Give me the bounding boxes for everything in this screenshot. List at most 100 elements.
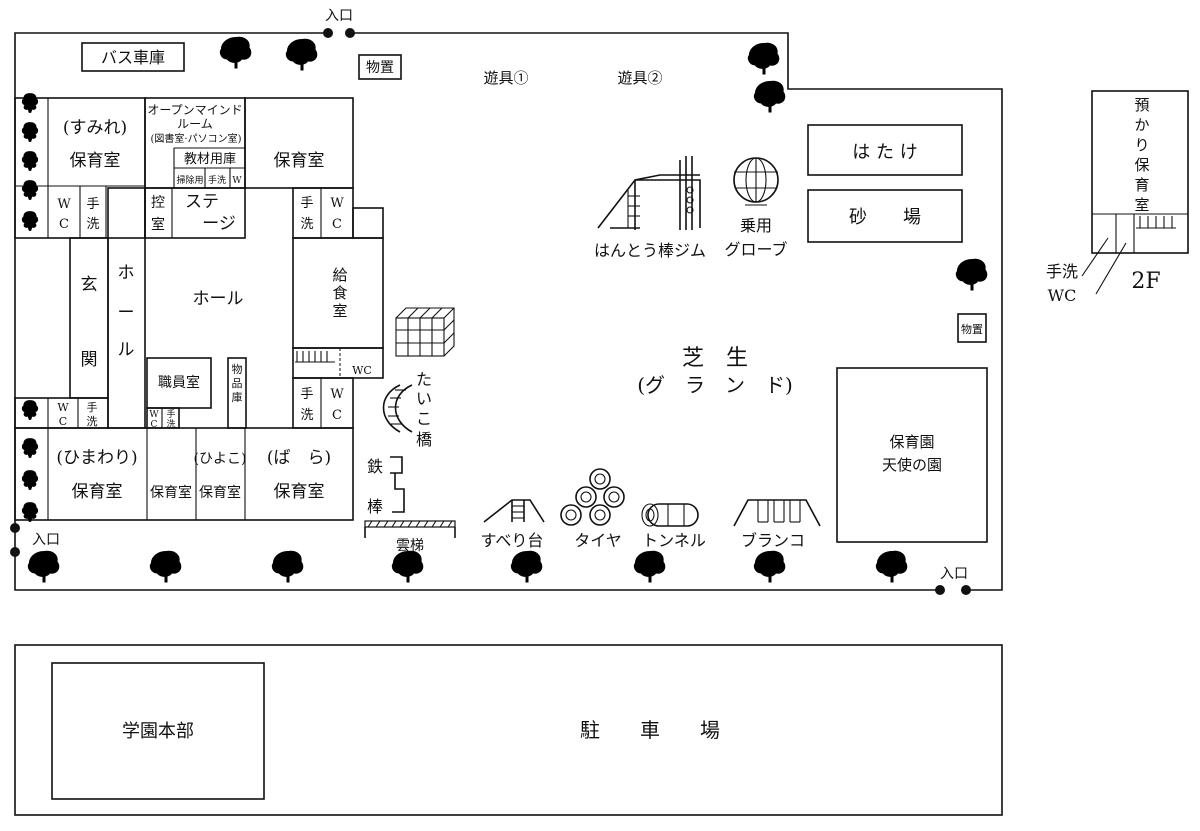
corridor-label: ル (118, 340, 135, 360)
tree-icon (21, 93, 39, 113)
taiko-label: た (416, 370, 432, 389)
tree-icon (27, 550, 60, 583)
tree-icon (510, 550, 543, 583)
entrance-dot-icon (345, 28, 355, 38)
bus-garage (81, 42, 185, 72)
corridor-label: ー (118, 303, 135, 323)
entrance-dot-icon (961, 585, 971, 595)
monkey-bars-label: 雲梯 (396, 538, 424, 554)
tunnel-icon (641, 503, 699, 527)
handwash-label: 手 (300, 196, 313, 211)
stage-label: ステ (185, 192, 219, 212)
entrance-label-left: 入口 (32, 532, 60, 548)
main-building-label: 学園本部 (122, 721, 194, 742)
tree-icon (271, 550, 304, 583)
entrance-label-bottom: 入口 (940, 566, 968, 582)
tree-icon (285, 38, 318, 71)
nursery-middle-label: 保育室 (150, 484, 192, 501)
parking-area (14, 644, 1003, 816)
sumire-name: (すみれ) (63, 118, 127, 138)
entrance-dot-icon (935, 585, 945, 595)
open-mind-label-2: ルーム (177, 117, 213, 131)
tree-icon (21, 211, 39, 231)
main-building (51, 662, 265, 800)
jungle-gym-icon (395, 307, 455, 357)
kindergarten-building: (すみれ) 保育室 W C 手 洗 オープンマインド ルーム (図書室·パソコン… (14, 97, 384, 521)
kitchen-annex (352, 207, 384, 239)
globe-label-2: グローブ (724, 240, 787, 259)
handwash-label: 洗 (166, 418, 175, 430)
tree-icon (21, 502, 39, 522)
bar-gym-icon (597, 156, 701, 230)
supplies-label: 物 (232, 362, 243, 376)
cleaning-label: 掃除用 (176, 174, 203, 186)
tree-icon (21, 470, 39, 490)
stage-side-label: 控 (151, 195, 165, 211)
entrance-hall (69, 237, 109, 399)
nursery-top-right (244, 97, 354, 189)
slide-label: すべり台 (481, 531, 544, 550)
himawari-room-label: 保育室 (72, 482, 123, 502)
deposit-label: 育 (1134, 176, 1149, 194)
storage-top (358, 54, 402, 80)
tree-icon (747, 42, 780, 75)
bara-room-label: 保育室 (274, 482, 325, 502)
tires-icon (560, 468, 625, 526)
tree-icon (21, 180, 39, 200)
storage-right-label: 物置 (961, 322, 983, 336)
entrance-dot-icon (10, 547, 20, 557)
angel-nursery (836, 367, 988, 543)
wc-label: C (59, 415, 67, 428)
handwash-label: 洗 (87, 415, 98, 428)
wc-label: C (332, 217, 342, 232)
entrance-dot-icon (10, 523, 20, 533)
wc-label: W (57, 401, 69, 414)
tree-icon (219, 36, 252, 69)
slide-icon (483, 499, 545, 523)
swing-label: ブランコ (741, 531, 805, 550)
storage-right (957, 313, 987, 343)
tree-icon (875, 550, 908, 583)
kitchen-label: 給 (332, 266, 347, 284)
w-small-label: W (232, 176, 242, 186)
nursery-top-right-label: 保育室 (274, 151, 325, 171)
wc-label: W (149, 410, 159, 420)
angel-nursery-label-2: 天使の園 (882, 456, 942, 474)
wc-label: C (332, 408, 342, 423)
field-label: は た け (852, 142, 917, 163)
handwash-label: 手 (86, 197, 99, 212)
storage-top-label: 物置 (366, 60, 394, 76)
open-mind-label-1: オープンマインド (147, 103, 242, 117)
sandbox (807, 189, 963, 243)
nursery-bottom-row (14, 427, 354, 521)
deposit-room-2f (1091, 90, 1189, 254)
entry-label: 玄 (81, 275, 98, 295)
deposit-label: か (1134, 116, 1149, 134)
deposit-handwash: 手洗 (1046, 262, 1078, 281)
wc-label: W (57, 197, 71, 212)
bus-garage-label: バス車庫 (101, 48, 165, 67)
taiko-bridge-icon (382, 384, 413, 433)
tree-icon (21, 151, 39, 171)
deposit-wc: WC (1048, 286, 1077, 305)
taiko-label: こ (416, 409, 432, 428)
supplies-label: 品 (232, 377, 243, 390)
himawari-name: (ひまわり) (56, 448, 137, 468)
corridor-label: ホ (118, 263, 135, 283)
staff-room-label: 職員室 (158, 374, 200, 391)
tree-icon (149, 550, 182, 583)
bara-name: (ば ら) (267, 448, 331, 468)
stage-label: ージ (202, 214, 236, 234)
deposit-label: り (1134, 136, 1149, 154)
stairs-icon (295, 351, 335, 363)
swing-icon (733, 499, 821, 527)
handwash-label: 洗 (86, 217, 99, 232)
sumire-room-label: 保育室 (70, 151, 121, 171)
sandbox-label: 砂 場 (849, 207, 921, 228)
entrance-dot-icon (323, 28, 333, 38)
wc-label: C (151, 420, 158, 430)
lawn-label-2: (グ ラ ン ド) (637, 373, 793, 397)
kitchen-label: 食 (332, 284, 347, 302)
wc-label: C (59, 217, 69, 232)
globe-label-1: 乗用 (740, 216, 772, 235)
